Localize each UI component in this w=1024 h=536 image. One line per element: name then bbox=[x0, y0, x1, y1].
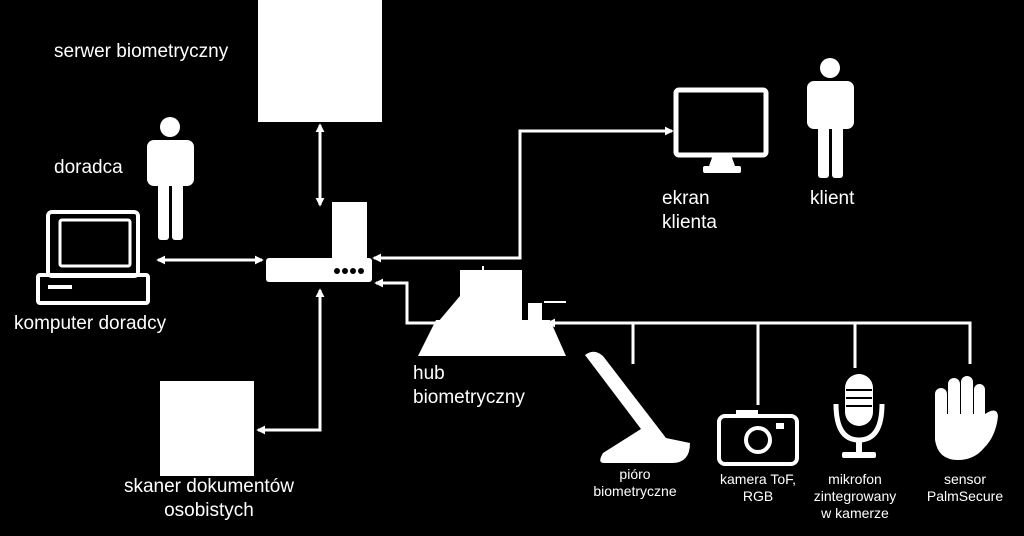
hand-icon bbox=[935, 376, 998, 460]
hub-device-icon bbox=[418, 266, 566, 356]
camera-label-line1: kamera ToF, bbox=[720, 471, 796, 487]
camera-label: kamera ToF, RGB bbox=[708, 471, 808, 505]
document-scanner-label-line2: osobistych bbox=[164, 500, 254, 521]
document-scanner-label: skaner dokumentów osobistych bbox=[114, 475, 304, 523]
hub-label-line1: hub bbox=[413, 363, 445, 384]
connectors bbox=[156, 123, 972, 435]
client-screen-label-line1: ekran bbox=[662, 188, 710, 209]
camera-label-line2: RGB bbox=[742, 488, 774, 504]
hub-label: hub biometryczny bbox=[413, 362, 525, 410]
palmsecure-label: sensor PalmSecure bbox=[910, 471, 1020, 505]
microphone-label: mikrofon zintegrowany w kamerze bbox=[800, 471, 910, 522]
palmsecure-label-line2: PalmSecure bbox=[926, 488, 1004, 504]
server-label: serwer biometryczny bbox=[54, 41, 229, 62]
microphone-label-line1: mikrofon bbox=[828, 471, 882, 487]
advisor-person-icon bbox=[147, 117, 194, 240]
pen-label: pióro biometryczne bbox=[583, 466, 687, 500]
microphone-icon bbox=[833, 374, 885, 458]
client-screen-label: ekran klienta bbox=[662, 187, 717, 235]
biometric-server-box bbox=[258, 0, 382, 122]
document-scanner-label-line1: skaner dokumentów bbox=[123, 476, 295, 497]
microphone-label-line2: zintegrowany bbox=[813, 488, 897, 504]
advisor-computer-label: komputer doradcy bbox=[14, 313, 167, 334]
computer-icon bbox=[36, 210, 150, 305]
pen-label-line1: pióro bbox=[619, 466, 651, 482]
hub-label-line2: biometryczny bbox=[413, 387, 525, 408]
router-icon bbox=[266, 202, 372, 282]
camera-icon bbox=[717, 410, 799, 466]
monitor-icon bbox=[673, 87, 769, 173]
pen-tablet-icon bbox=[585, 351, 690, 463]
client-person-icon bbox=[807, 58, 854, 178]
advisor-label: doradca bbox=[54, 157, 123, 178]
client-label: klient bbox=[810, 188, 855, 209]
pen-label-line2: biometryczne bbox=[593, 483, 677, 499]
document-scanner-box bbox=[160, 381, 254, 476]
client-screen-label-line2: klienta bbox=[662, 212, 717, 233]
microphone-label-line3: w kamerze bbox=[821, 505, 889, 521]
palmsecure-label-line1: sensor bbox=[943, 471, 987, 487]
